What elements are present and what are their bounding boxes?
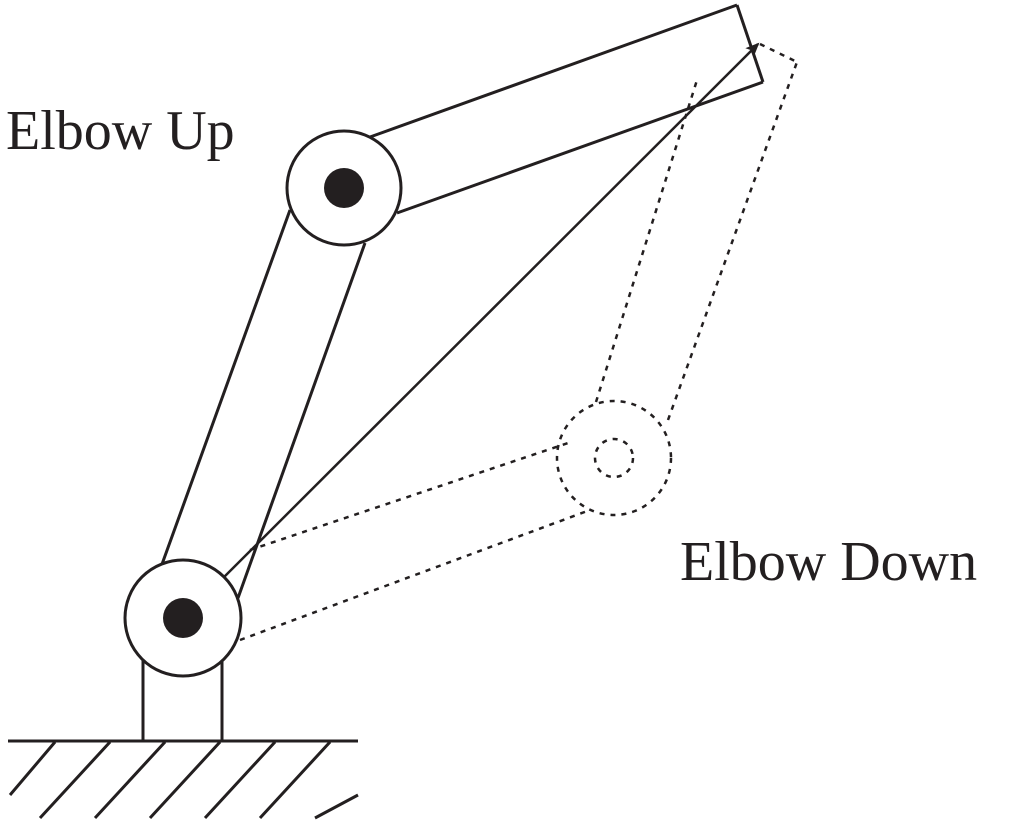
elbow-up-arm bbox=[159, 3, 765, 599]
ground-hatching bbox=[8, 739, 359, 820]
upper-link-right-edge bbox=[236, 242, 367, 599]
hatch-line bbox=[258, 740, 332, 820]
hatch-line bbox=[203, 740, 277, 820]
hatch-line bbox=[8, 741, 57, 796]
hatch-line bbox=[38, 740, 112, 820]
shoulder-joint-pin bbox=[163, 598, 203, 638]
elbow-down-label: Elbow Down bbox=[680, 531, 977, 593]
elbow-down-forearm-tip bbox=[759, 42, 798, 64]
elbow-down-joint-outer bbox=[555, 399, 673, 517]
shoulder-joint bbox=[123, 558, 243, 678]
hatch-line bbox=[93, 740, 167, 820]
elbow-down-forearm-left-edge bbox=[594, 79, 699, 403]
elbow-down-arm bbox=[239, 42, 799, 642]
hatch-line bbox=[314, 793, 359, 820]
upper-link-left-edge bbox=[159, 209, 292, 568]
elbow-down-upper-link-top-edge bbox=[249, 441, 569, 552]
forearm-tip bbox=[735, 4, 765, 83]
elbow-down-upper-link-bottom-edge bbox=[239, 508, 591, 642]
hatch-line bbox=[148, 740, 222, 820]
base-pedestal bbox=[141, 660, 224, 741]
elbow-up-label: Elbow Up bbox=[6, 100, 235, 162]
forearm-bottom-edge bbox=[396, 80, 764, 215]
elbow-down-forearm-right-edge bbox=[666, 61, 799, 421]
elbow-up-joint-pin bbox=[324, 168, 364, 208]
reach-vector-arrow bbox=[197, 42, 760, 604]
elbow-up-joint bbox=[285, 129, 403, 247]
elbow-down-joint-inner bbox=[593, 437, 635, 479]
forearm-top-edge bbox=[369, 3, 738, 139]
